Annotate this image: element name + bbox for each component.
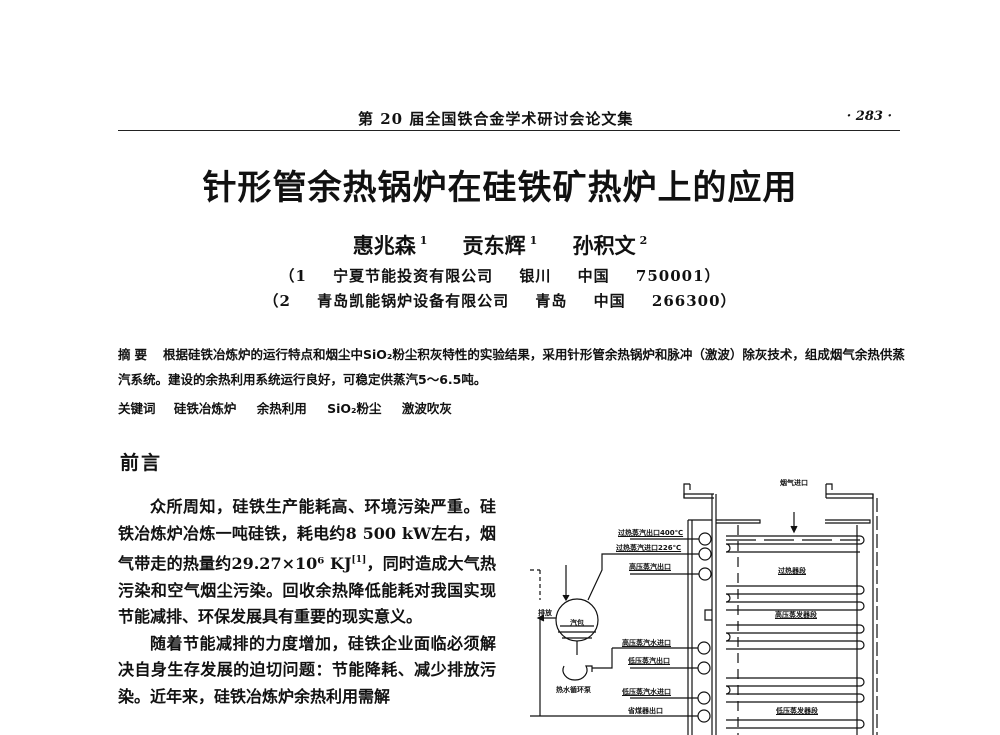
section-heading: 前言 xyxy=(120,452,163,474)
author-name: 孙积文 xyxy=(572,233,636,258)
label-lp-water-inlet: 低压蒸汽水进口 xyxy=(622,688,671,696)
running-header: 第 20 届全国铁合金学术研讨会论文集 · 283 · xyxy=(120,108,900,132)
label-flue-gas-inlet: 烟气进口 xyxy=(780,479,808,487)
affiliation-country: 中国 xyxy=(593,292,626,310)
page-number: · 283 · xyxy=(846,109,892,124)
affiliation-country: 中国 xyxy=(577,267,610,285)
header-rule xyxy=(118,130,900,131)
label-superheater-section: 过热器段 xyxy=(778,567,806,575)
label-steam-drum: 汽包 xyxy=(570,619,584,627)
affiliation-city: 青岛 xyxy=(535,292,568,310)
abstract-text: 根据硅铁冶炼炉的运行特点和烟尘中SiO₂粉尘积灰特性的实验结果，采用针形管余热锅… xyxy=(118,347,905,387)
label-hp-evaporator-section: 高压蒸发器段 xyxy=(775,611,817,619)
paragraph-text: 众所周知，硅铁生产能耗高、环境污染严重。硅铁冶炼炉冶炼一吨硅铁，耗电约8 500… xyxy=(118,497,496,573)
abstract-label: 摘要 xyxy=(118,347,152,362)
affiliation-org: 青岛凯能锅炉设备有限公司 xyxy=(317,292,510,310)
affiliation-marker: 1 xyxy=(419,234,428,247)
affiliation-2: （2 青岛凯能锅炉设备有限公司 青岛 中国 266300） xyxy=(0,290,1000,311)
boiler-schematic-drawing xyxy=(530,483,878,735)
keyword: 硅铁冶炼炉 xyxy=(173,401,237,416)
label-superheated-steam-inlet: 过热蒸汽进口226℃ xyxy=(616,544,682,552)
label-hp-water-inlet: 高压蒸汽水进口 xyxy=(622,639,671,647)
author-name: 贡东辉 xyxy=(462,233,526,258)
abstract: 摘要根据硅铁冶炼炉的运行特点和烟尘中SiO₂粉尘积灰特性的实验结果，采用针形管余… xyxy=(118,342,908,392)
label-economizer-outlet: 省煤器出口 xyxy=(628,707,663,715)
label-hp-steam-outlet: 高压蒸汽出口 xyxy=(629,563,671,571)
label-circulation-pump: 热水循环泵 xyxy=(556,686,591,694)
affiliation-postcode: 750001） xyxy=(635,267,721,285)
affiliation-marker: 2 xyxy=(639,234,648,247)
keywords-label: 关键词 xyxy=(118,401,156,416)
keyword: SiO₂粉尘 xyxy=(327,401,382,416)
affiliation-1: （1 宁夏节能投资有限公司 银川 中国 750001） xyxy=(0,265,1000,286)
affiliation-number: （2 xyxy=(263,292,291,310)
affiliation-number: （1 xyxy=(279,267,307,285)
keywords: 关键词 硅铁冶炼炉 余热利用 SiO₂粉尘 激波吹灰 xyxy=(118,398,908,417)
body-text: 众所周知，硅铁生产能耗高、环境污染严重。硅铁冶炼炉冶炼一吨硅铁，耗电约8 500… xyxy=(118,494,496,710)
paragraph-text: ，同时造成大气热污染和空气烟尘污染。回收余热降低能耗对我国实现节能减排、环保发展… xyxy=(118,554,496,626)
citation: [1] xyxy=(351,555,367,565)
paragraph-text: 随着节能减排的力度增加，硅铁企业面临必须解决自身生存发展的迫切问题：节能降耗、减… xyxy=(118,633,496,706)
label-superheated-steam-outlet: 过热蒸汽出口400℃ xyxy=(618,529,684,537)
affiliation-postcode: 266300） xyxy=(651,292,737,310)
label-lp-evaporator-section: 低压蒸发器段 xyxy=(776,707,818,715)
label-lp-steam-outlet: 低压蒸汽出口 xyxy=(628,657,670,665)
paper-title: 针形管余热锅炉在硅铁矿热炉上的应用 xyxy=(202,168,798,208)
affiliation-city: 银川 xyxy=(519,267,552,285)
paragraph: 众所周知，硅铁生产能耗高、环境污染严重。硅铁冶炼炉冶炼一吨硅铁，耗电约8 500… xyxy=(118,494,496,631)
keyword: 激波吹灰 xyxy=(401,401,452,416)
boiler-schematic-figure: 烟气进口 过热蒸汽出口400℃ 过热蒸汽进口226℃ 高压蒸汽出口 过热器段 高… xyxy=(530,470,920,735)
keyword: 余热利用 xyxy=(256,401,307,416)
affiliation-org: 宁夏节能投资有限公司 xyxy=(333,267,494,285)
paragraph: 随着节能减排的力度增加，硅铁企业面临必须解决自身生存发展的迫切问题：节能降耗、减… xyxy=(118,631,496,711)
journal-title: 第 20 届全国铁合金学术研讨会论文集 xyxy=(358,110,634,128)
label-blowdown: 排放 xyxy=(538,609,552,617)
author-name: 惠兆森 xyxy=(352,233,416,258)
affiliation-marker: 1 xyxy=(529,234,538,247)
